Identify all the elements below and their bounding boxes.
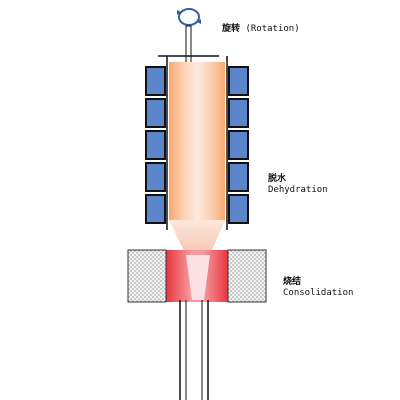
consolidation-label: 烧结 Consolidation: [283, 277, 353, 299]
rotation-arrows-icon: [177, 8, 201, 26]
heater-block: [145, 130, 166, 160]
heater-block: [228, 66, 249, 96]
dehydration-label-en: Dehydration: [268, 184, 328, 195]
heater-stack-left: [145, 66, 166, 224]
rotation-label: 旋转 (Rotation): [222, 24, 300, 35]
consolidation-label-zh: 烧结: [283, 277, 302, 287]
sinter-neck: [186, 255, 210, 300]
heater-block: [145, 98, 166, 128]
consolidation-label-en: Consolidation: [283, 287, 354, 298]
sinter-block-right: [227, 249, 267, 303]
preform-taper: [169, 220, 225, 255]
rotation-label-en: (Rotation): [245, 24, 300, 34]
heater-block: [145, 66, 166, 96]
preform-body: [169, 62, 225, 220]
heater-block: [228, 194, 249, 224]
heater-block: [228, 130, 249, 160]
dehydration-label-zh: 脱水: [268, 174, 287, 184]
heater-stack-right: [228, 66, 249, 224]
sinter-block-left: [127, 249, 167, 303]
heater-block: [145, 162, 166, 192]
heater-block: [228, 162, 249, 192]
rotation-label-zh: 旋转: [222, 24, 241, 34]
heater-block: [145, 194, 166, 224]
dehydration-label: 脱水 Dehydration: [268, 174, 328, 196]
heater-block: [228, 98, 249, 128]
